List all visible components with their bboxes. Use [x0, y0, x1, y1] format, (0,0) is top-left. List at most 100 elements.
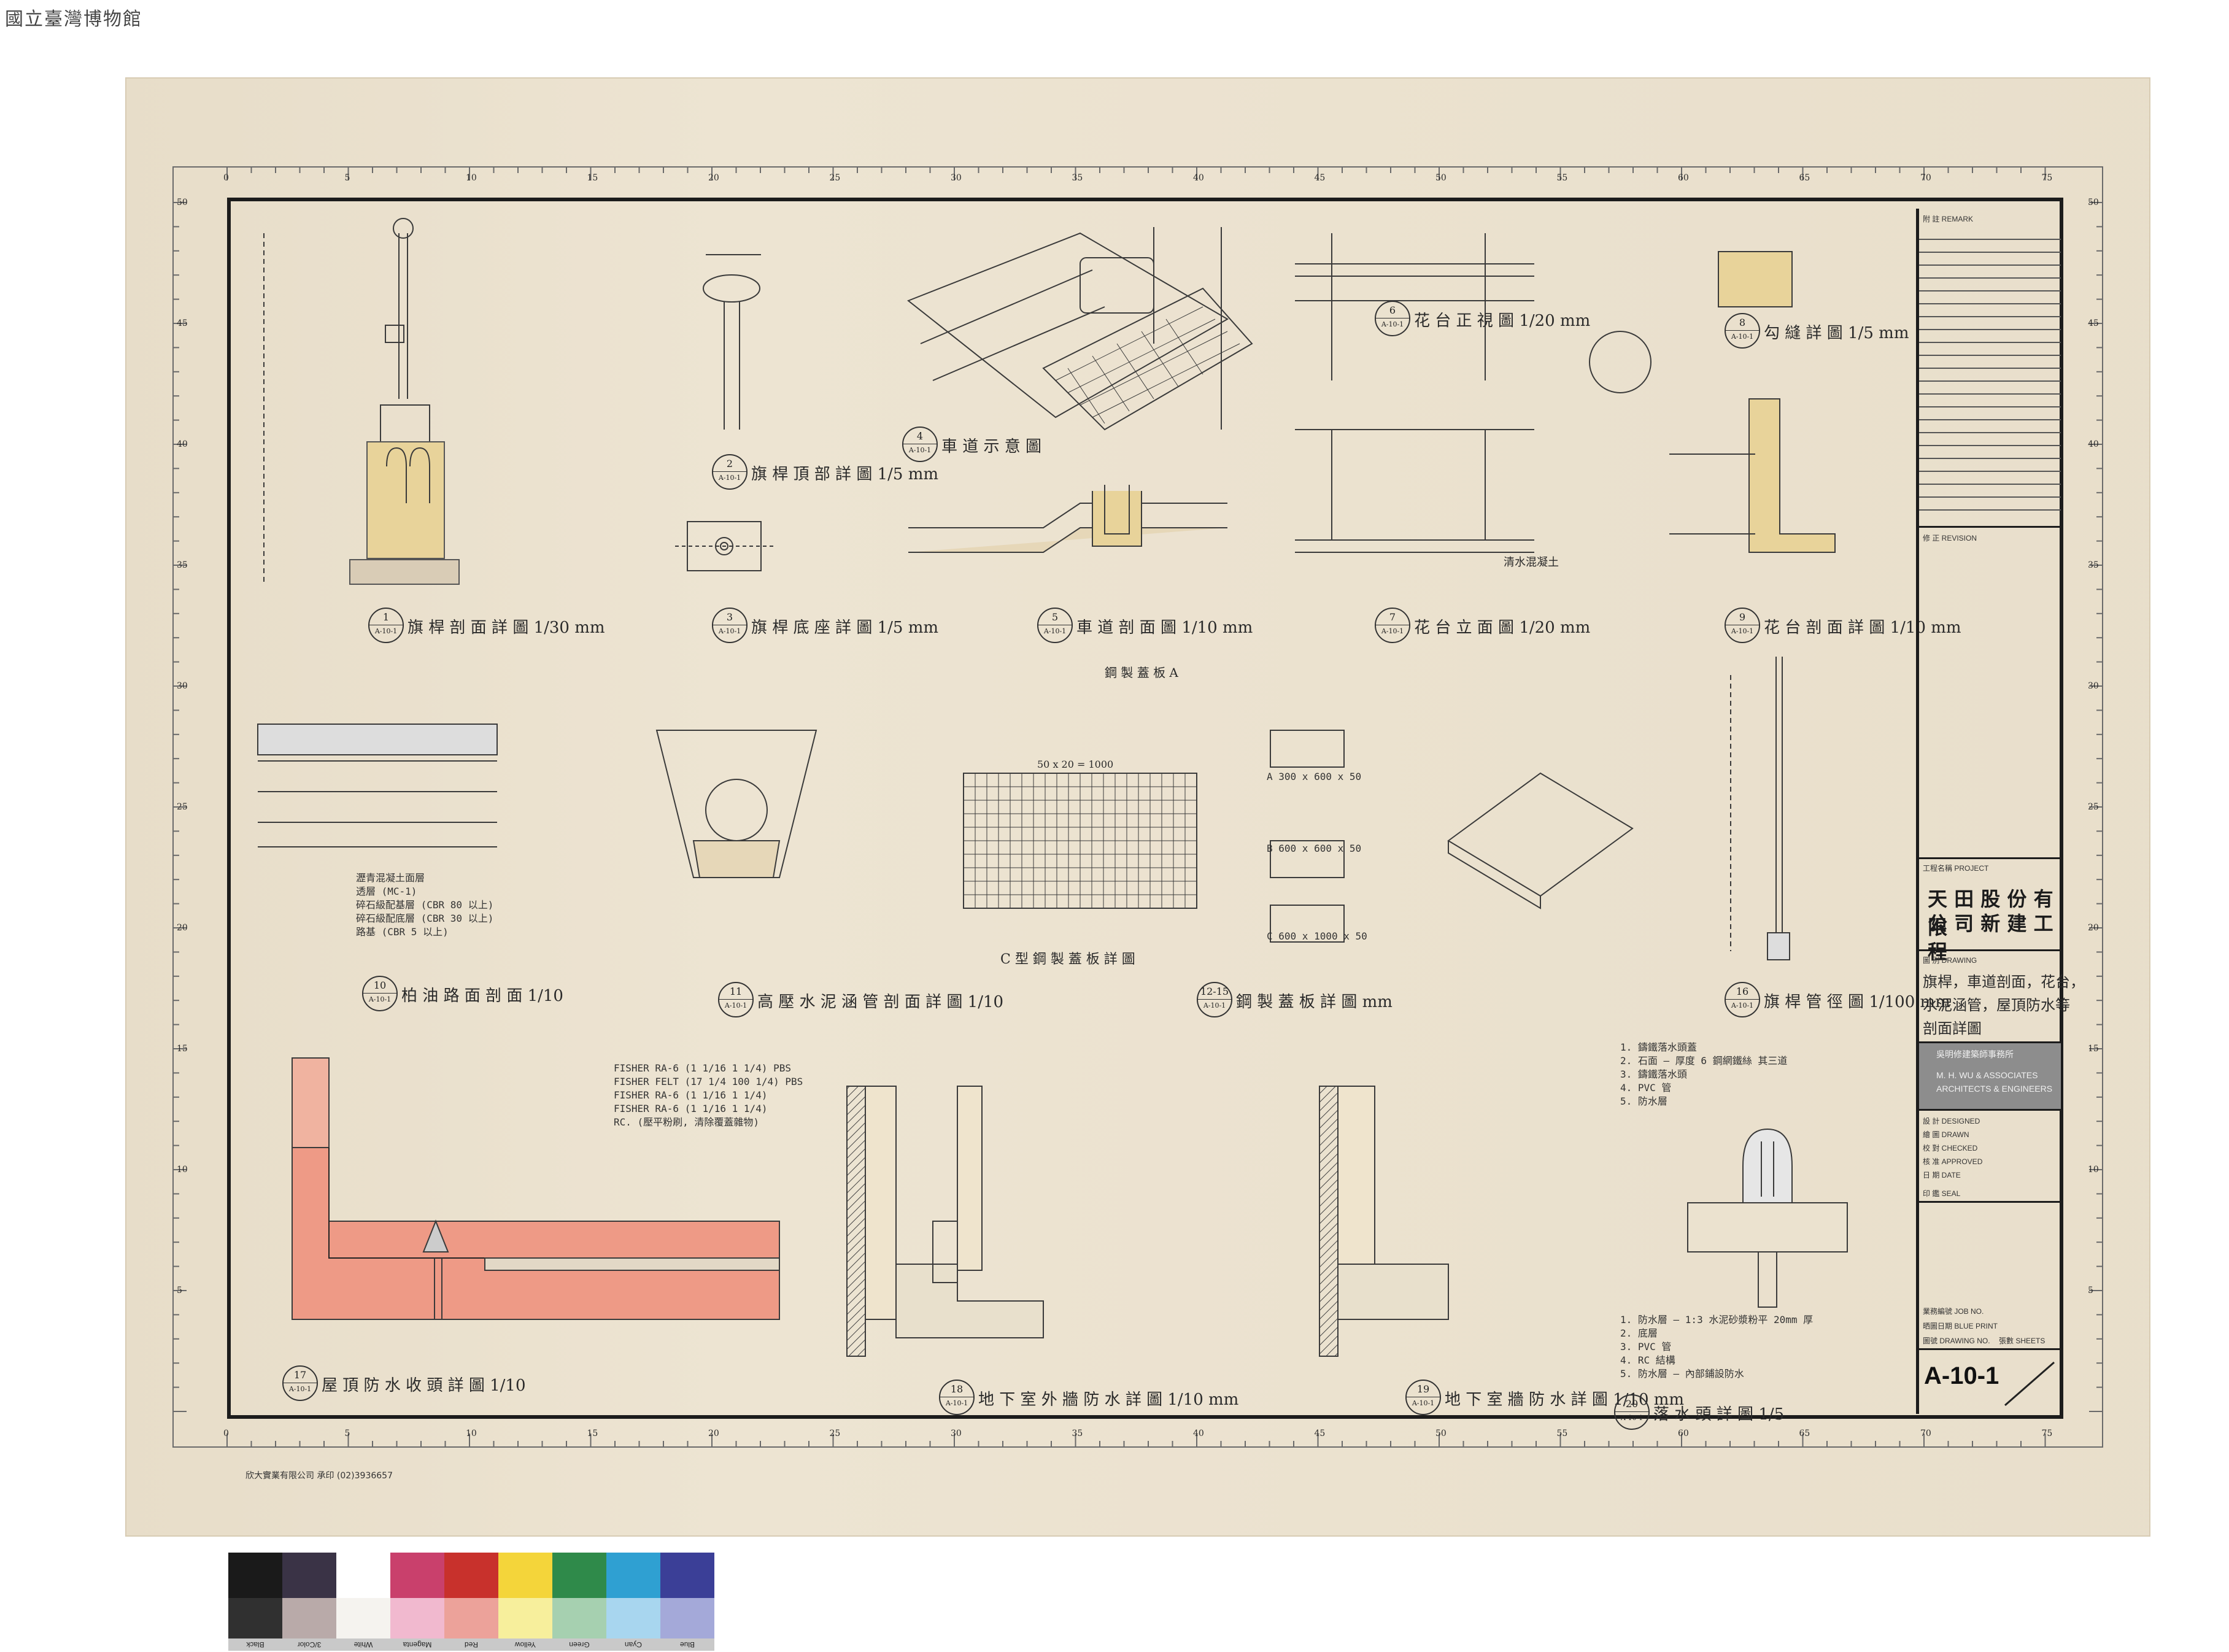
note-line: 4. RC 結構 — [1620, 1354, 1675, 1366]
figure-caption: 落 水 頭 詳 圖 1/5 — [1653, 1405, 1785, 1424]
figure-number: 19 — [1407, 1382, 1440, 1397]
swatch-tint — [336, 1598, 390, 1638]
approved-label: 核 准 APPROVED — [1923, 1157, 1983, 1166]
ruler-top-label: 10 — [466, 1429, 477, 1438]
project-section: 工程名稱 PROJECT 天 田 股 份 有 限 公 司 新 建 工 程 — [1919, 859, 2061, 963]
figure-caption: 旗 桿 頂 部 詳 圖 1/5 mm — [751, 465, 939, 484]
ruler-side-label: 15 — [177, 1044, 188, 1054]
figure-caption: 鋼 製 蓋 板 詳 圖 mm — [1236, 993, 1393, 1011]
drawn-label: 繪 圖 DRAWN — [1923, 1130, 1969, 1139]
plate-c-spec: C 600 x 1000 x 50 — [1267, 930, 1367, 942]
figure-caption: 勾 縫 詳 圖 1/5 mm — [1764, 324, 1909, 342]
sheet-number-section: A-10-1 — [1919, 1350, 2061, 1411]
ruler-top-label: 65 — [1799, 173, 1810, 183]
ruler-top-label: 30 — [951, 173, 962, 183]
note-line: 1. 鑄鐵落水頭蓋 — [1620, 1041, 1697, 1053]
project-label: 工程名稱 PROJECT — [1923, 864, 1989, 873]
figure-caption: 地 下 室 外 牆 防 水 詳 圖 1/10 mm — [978, 1391, 1239, 1409]
swatch-black: Black — [228, 1553, 282, 1651]
figure-ref: A-10-1 — [1381, 320, 1404, 328]
figure-ref: A-10-1 — [718, 627, 741, 635]
swatch-solid — [444, 1553, 498, 1598]
figure-number: 10 — [363, 978, 396, 994]
figure-number: 3 — [713, 610, 746, 625]
drawing-no-label: 圖號 DRAWING NO. — [1923, 1337, 1990, 1345]
note-line: 碎石級配基層 (CBR 80 以上) — [356, 899, 494, 911]
figure-caption: 旗 桿 管 徑 圖 1/100 mm — [1764, 993, 1950, 1011]
figure-number: 9 — [1726, 610, 1759, 625]
drawing-title-1: 旗桿，車道剖面，花台， — [1923, 973, 2085, 990]
ruler-side-label: 35 — [2088, 560, 2099, 570]
remark-label: 附 註 REMARK — [1923, 215, 1974, 223]
ruler-top-label: 60 — [1678, 173, 1689, 183]
swatch-blue: Blue — [660, 1553, 714, 1651]
ramp-section — [908, 485, 1227, 553]
swatch-tint — [390, 1598, 444, 1638]
ruler-side-label: 30 — [177, 681, 188, 691]
ruler-top-label: 20 — [708, 1429, 719, 1438]
asphalt-section — [257, 724, 498, 847]
plate-b-spec: B 600 x 600 x 50 — [1267, 843, 1362, 854]
note-line: FISHER RA-6 (1 1/16 1 1/4) — [614, 1089, 768, 1101]
figure-ref: A-10-1 — [1381, 627, 1404, 635]
swatch-yellow: Yellow — [498, 1553, 552, 1651]
ruler-top-label: 35 — [1072, 1429, 1083, 1438]
note-line: 2. 底層 — [1620, 1327, 1658, 1339]
note-line: 透層 (MC-1) — [356, 886, 417, 897]
signature-section: 設 計 DESIGNED 繪 圖 DRAWN 校 對 CHECKED 核 准 A… — [1919, 1111, 2061, 1203]
basement-wall-detail-19 — [1319, 1086, 1449, 1357]
figure-number: 12-15 — [1198, 984, 1231, 1000]
note-line: FISHER FELT (17 1/4 100 1/4) PBS — [614, 1076, 803, 1087]
drawing-title-section: 圖 別 DRAWING 旗桿，車道剖面，花台， 水泥涵管，屋頂防水等 剖面詳圖 — [1919, 951, 2085, 1043]
sheet-count-slash — [2004, 1361, 2055, 1407]
figure-number: 16 — [1726, 984, 1759, 1000]
ruler-side-label: 5 — [177, 1286, 182, 1295]
note-line: 路基 (CBR 5 以上) — [356, 926, 449, 938]
publisher-note: 欣大實業有限公司 承印 (02)3936657 — [245, 1471, 393, 1481]
figure-caption: 花 台 剖 面 詳 圖 1/10 mm — [1764, 619, 1961, 637]
figure-ref: A-10-1 — [1203, 1002, 1226, 1009]
ruler-frame — [172, 166, 2103, 1448]
planter-details — [1589, 251, 1836, 553]
figure-ref: A-10-1 — [1731, 627, 1754, 635]
note-line: 3. PVC 管 — [1620, 1341, 1672, 1353]
swatch-solid — [228, 1553, 282, 1598]
ruler-top-label: 45 — [1314, 1429, 1326, 1438]
ruler-side-label: 10 — [2088, 1165, 2099, 1175]
figure-number: 5 — [1038, 610, 1072, 625]
figure-ref: A-10-1 — [1043, 627, 1067, 635]
swatch-solid — [336, 1553, 390, 1598]
sheet-number: A-10-1 — [1924, 1362, 1999, 1389]
note-line: 2. 石面 — 厚度 6 鋼網鐵絲 其三道 — [1620, 1055, 1788, 1067]
figure-number: 1 — [369, 610, 403, 625]
figure-number: 6 — [1376, 303, 1409, 318]
revision-section: 修 正 REVISION — [1919, 528, 2061, 859]
swatch-tint — [282, 1598, 336, 1638]
ruler-top-label: 15 — [587, 1429, 598, 1438]
planter-elevation — [1295, 233, 1534, 553]
swatch-name: Yellow — [498, 1638, 552, 1651]
swatch-solid — [552, 1553, 606, 1598]
ramp-isometric — [907, 227, 1253, 431]
firm-section: 吳明修建築師事務所 M. H. WU & ASSOCIATES ARCHITEC… — [1919, 1043, 2061, 1111]
checked-label: 校 對 CHECKED — [1923, 1144, 1978, 1152]
ruler-top-label: 0 — [223, 173, 229, 183]
swatch-name: Red — [444, 1638, 498, 1651]
job-section: 業務編號 JOB NO. 晒圖日期 BLUE PRINT 圖號 DRAWING … — [1919, 1301, 2061, 1350]
ruler-top-label: 15 — [587, 173, 598, 183]
figure-ref: A-10-1 — [1731, 333, 1754, 341]
swatch-green: Green — [552, 1553, 606, 1651]
ruler-top-label: 25 — [829, 1429, 841, 1438]
ruler-side-label: 25 — [177, 802, 188, 812]
ruler-side-label: 20 — [177, 923, 188, 933]
drawing-title-2: 水泥涵管，屋頂防水等 — [1923, 997, 2070, 1014]
